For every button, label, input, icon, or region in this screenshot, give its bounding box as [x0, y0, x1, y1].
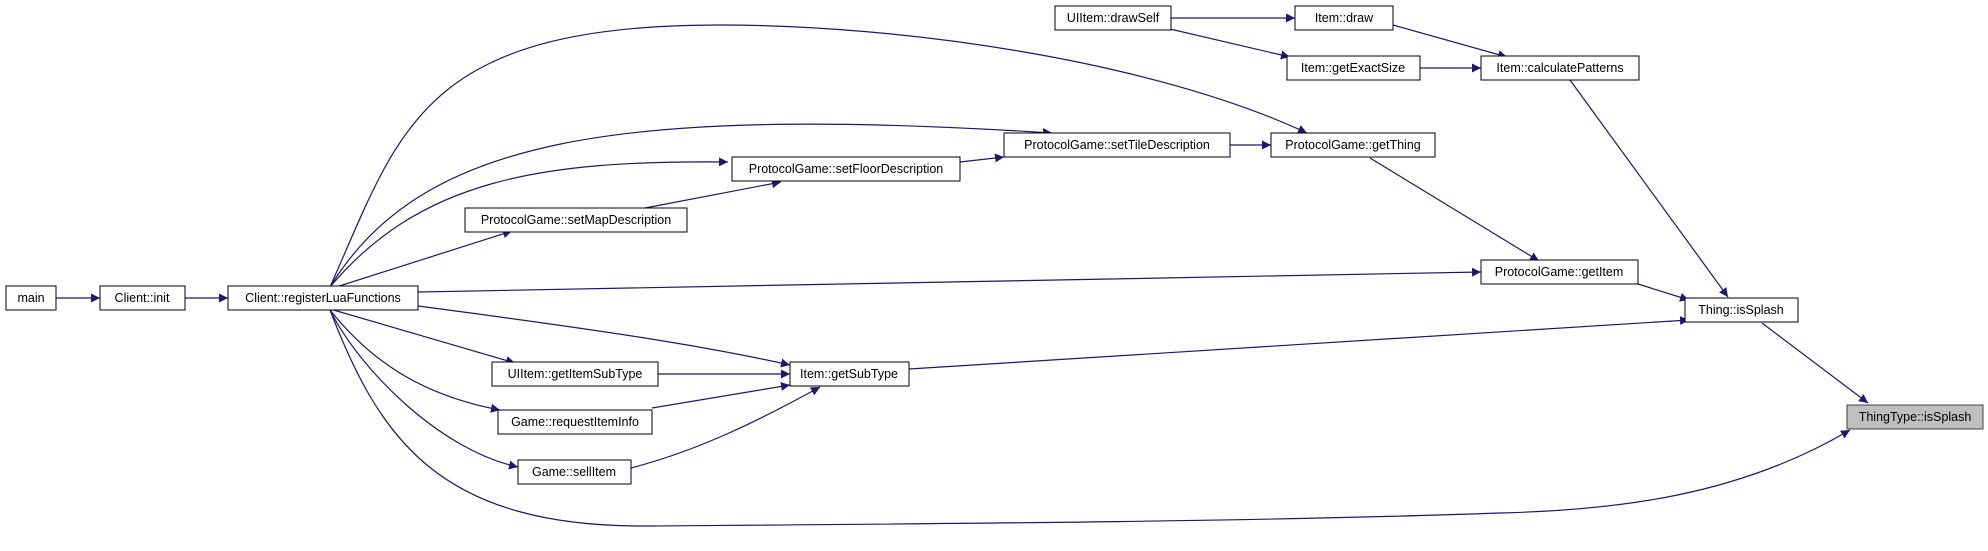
node-pg-getthing[interactable]: ProtocolGame::getThing	[1270, 132, 1436, 158]
node-uiitem-drawself-label: UIItem::drawSelf	[1067, 11, 1160, 25]
edge-calculatepatterns-issplash	[1569, 79, 1729, 298]
edge-setmapdescription-setfloordescription	[644, 179, 782, 209]
edge-register-lua-setfloordescription	[329, 157, 729, 288]
node-item-getexactsize[interactable]: Item::getExactSize	[1286, 55, 1421, 81]
node-main-label: main	[17, 291, 44, 305]
edge-item-draw-calculatepatterns	[1392, 24, 1508, 59]
node-pg-settiledescription-label: ProtocolGame::setTileDescription	[1024, 138, 1210, 152]
edge-sellitem-getsubtype	[630, 386, 821, 469]
edge-register-lua-getthing	[329, 24, 1308, 288]
node-game-requestiteminfo[interactable]: Game::requestItemInfo	[497, 409, 653, 435]
node-pg-getitem[interactable]: ProtocolGame::getItem	[1480, 259, 1639, 285]
node-game-sellitem-label: Game::sellItem	[532, 465, 616, 479]
node-pg-setmapdescription-label: ProtocolGame::setMapDescription	[481, 213, 671, 227]
node-game-sellitem[interactable]: Game::sellItem	[517, 459, 632, 485]
node-pg-getitem-label: ProtocolGame::getItem	[1495, 265, 1624, 279]
node-thingtype-issplash[interactable]: ThingType::isSplash	[1846, 404, 1984, 430]
node-pg-setmapdescription[interactable]: ProtocolGame::setMapDescription	[464, 207, 688, 233]
edge-register-lua-getsubtype	[417, 305, 791, 368]
node-item-draw-label: Item::draw	[1315, 11, 1374, 25]
edge-register-lua-thingtype-issplash	[329, 309, 1851, 527]
edge-register-lua-getitem	[417, 267, 1482, 293]
node-item-getexactsize-label: Item::getExactSize	[1301, 61, 1405, 75]
edge-getthing-getitem	[1369, 157, 1540, 262]
node-uiitem-getitemsubtype[interactable]: UIItem::getItemSubType	[491, 361, 659, 387]
node-item-calculatepatterns-label: Item::calculatePatterns	[1496, 61, 1623, 75]
edge-register-lua-requestiteminfo	[329, 309, 501, 413]
edges	[56, 13, 1869, 527]
node-client-init-label: Client::init	[115, 291, 170, 305]
edge-getsubtype-issplash	[908, 316, 1690, 370]
node-pg-setfloordescription-label: ProtocolGame::setFloorDescription	[749, 162, 944, 176]
node-game-requestiteminfo-label: Game::requestItemInfo	[511, 415, 639, 429]
node-main[interactable]: main	[5, 285, 57, 311]
node-pg-settiledescription[interactable]: ProtocolGame::setTileDescription	[1003, 132, 1231, 158]
node-register-lua-functions-label: Client::registerLuaFunctions	[245, 291, 401, 305]
node-pg-setfloordescription[interactable]: ProtocolGame::setFloorDescription	[731, 156, 961, 182]
edge-drawself-getexactsize	[1169, 28, 1291, 60]
edge-setfloordescription-settiledescription	[959, 153, 1005, 163]
edge-register-lua-settiledescription	[329, 123, 1053, 288]
node-thing-issplash-label: Thing::isSplash	[1698, 303, 1784, 317]
node-item-getsubtype[interactable]: Item::getSubType	[789, 361, 910, 387]
node-pg-getthing-label: ProtocolGame::getThing	[1285, 138, 1421, 152]
edge-issplash-thingtype-issplash	[1761, 322, 1869, 404]
node-thing-issplash[interactable]: Thing::isSplash	[1684, 297, 1799, 323]
edge-getitem-issplash	[1637, 283, 1690, 302]
node-register-lua-functions[interactable]: Client::registerLuaFunctions	[227, 285, 419, 311]
edge-register-lua-getitemsubtype	[329, 308, 516, 365]
node-uiitem-drawself[interactable]: UIItem::drawSelf	[1054, 5, 1172, 31]
node-item-getsubtype-label: Item::getSubType	[800, 367, 898, 381]
edge-register-lua-sellitem	[329, 309, 519, 470]
edge-requestiteminfo-getsubtype	[651, 382, 791, 409]
node-item-calculatepatterns[interactable]: Item::calculatePatterns	[1480, 55, 1640, 81]
node-client-init[interactable]: Client::init	[99, 285, 186, 311]
node-thingtype-issplash-label: ThingType::isSplash	[1859, 410, 1972, 424]
edge-register-lua-setmapdescription	[329, 229, 513, 290]
node-item-draw[interactable]: Item::draw	[1294, 5, 1394, 31]
node-uiitem-getitemsubtype-label: UIItem::getItemSubType	[508, 367, 643, 381]
